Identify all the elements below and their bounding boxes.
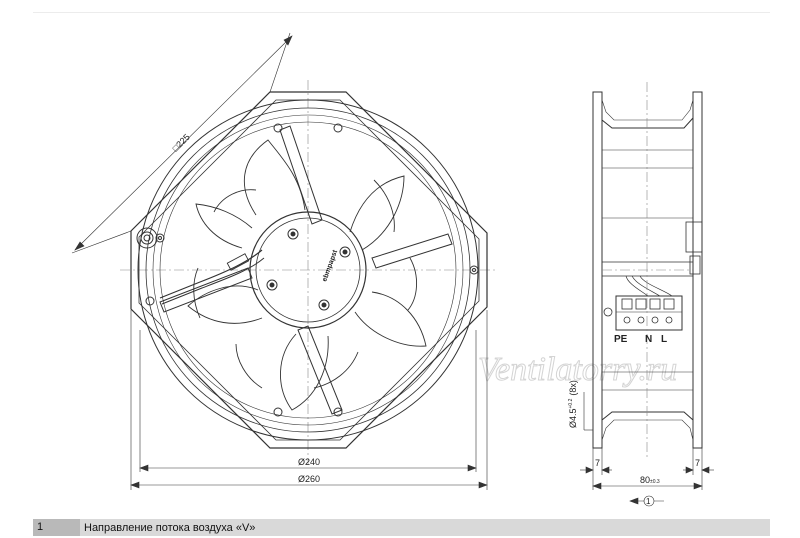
dim-dia-240: Ø240 — [298, 457, 320, 467]
footer-text: Направление потока воздуха «V» — [84, 521, 256, 534]
fan-blades — [187, 139, 427, 411]
dimension-square-225 — [71, 32, 293, 254]
terminal-l: L — [661, 334, 667, 345]
fan-housing — [130, 91, 488, 449]
dim-side-widths — [580, 448, 714, 507]
dim-side-right: 7 — [695, 458, 700, 468]
front-view — [120, 80, 495, 465]
dim-dia-260: Ø260 — [298, 474, 320, 484]
dim-mount-hole — [583, 392, 593, 431]
footer-bar: 1 Направление потока воздуха «V» — [33, 519, 770, 536]
top-rule — [33, 12, 770, 13]
motor-hub — [249, 211, 367, 329]
watermark: Ventilatorry.ru — [478, 351, 677, 388]
dimension-diameters — [130, 310, 488, 490]
dim-side-left: 7 — [595, 458, 600, 468]
dim-depth: 80±0.3 — [640, 475, 660, 485]
mounting-holes — [145, 123, 479, 417]
left-flange — [592, 91, 603, 449]
terminal-block — [615, 295, 683, 331]
terminal-pe: PE — [614, 334, 628, 345]
right-flange — [692, 91, 703, 449]
brand-label: ebmpapst — [321, 249, 339, 283]
terminal-n: N — [645, 334, 652, 345]
cable-gland — [136, 227, 158, 249]
dim-mount-hole-label: Ø4.5+0.2(8x) — [568, 380, 578, 428]
callout-number: 1 — [646, 497, 651, 506]
side-view — [592, 82, 703, 458]
cable — [159, 249, 263, 299]
dim-square-label: □225 — [170, 132, 192, 154]
footer-number: 1 — [33, 519, 80, 536]
